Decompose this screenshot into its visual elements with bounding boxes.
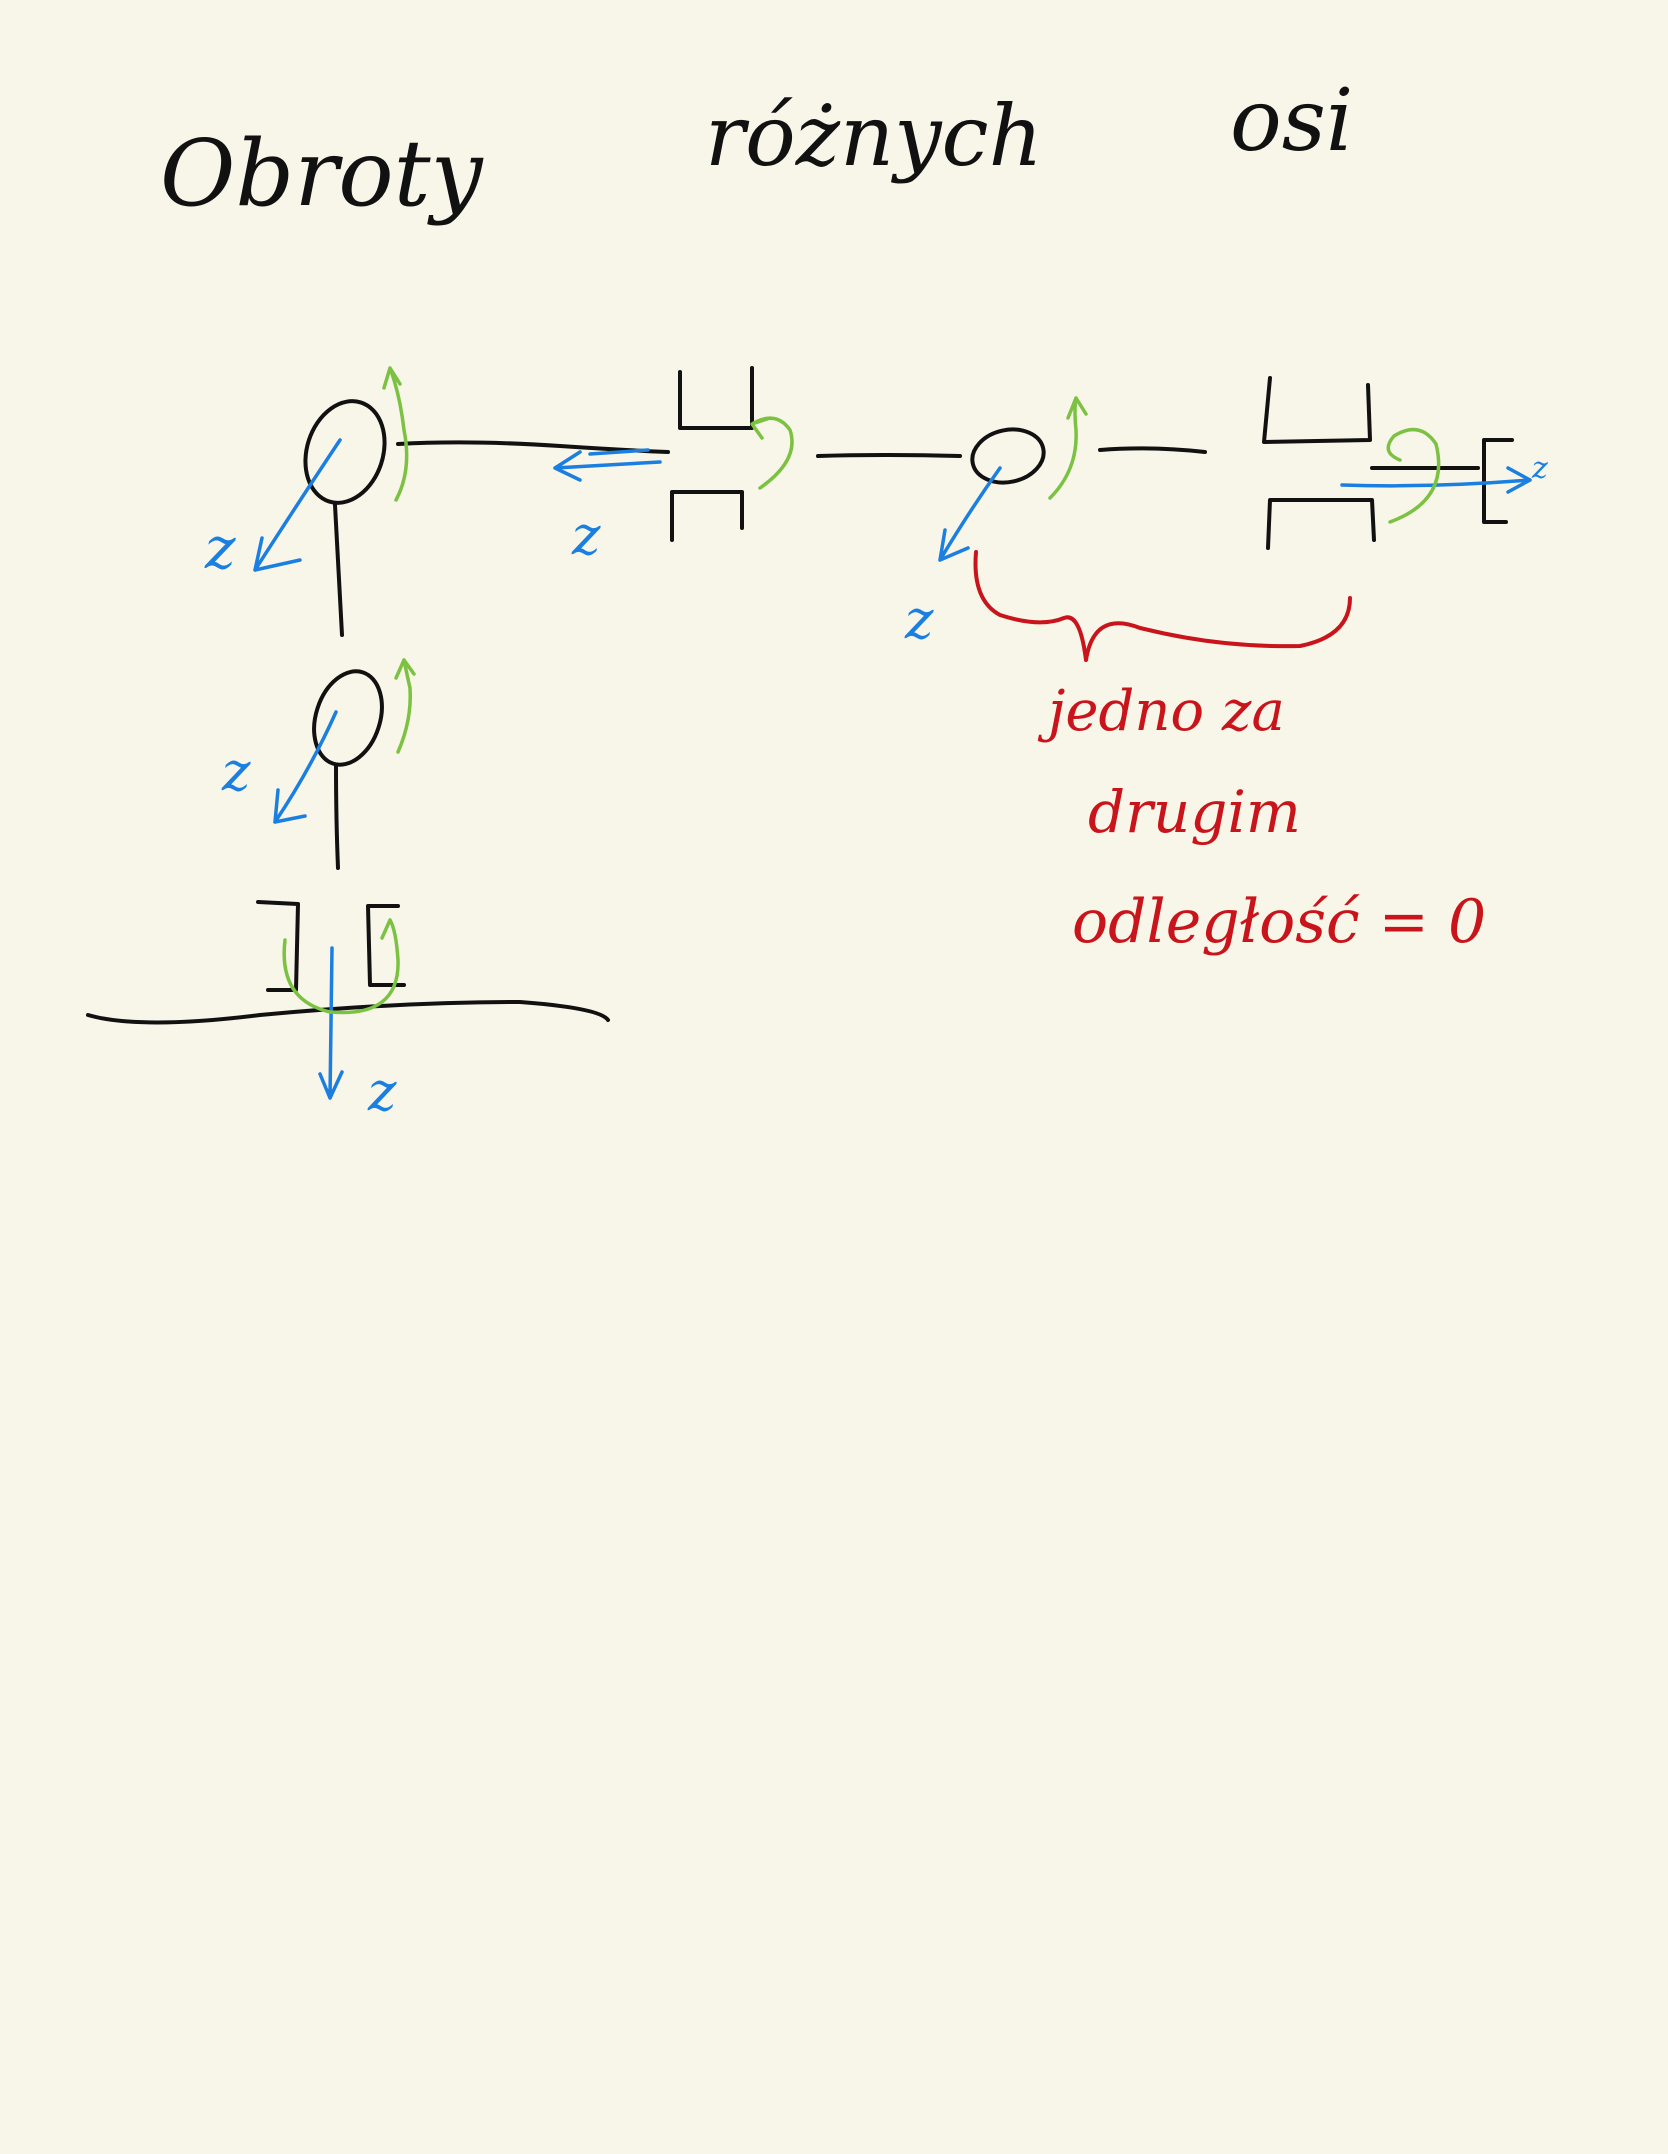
axis-arrow-upper-joint [253,438,342,572]
base-bracket-left [256,900,300,992]
z-axis-arrows [253,438,1532,1100]
link-vertical-lower [334,763,340,870]
note-line-2: drugim [1088,778,1301,846]
link-horizontal-2 [816,453,962,458]
axis-arrow-prismatic-1-b [588,448,650,456]
ground-line [86,1000,610,1025]
axis-arrow-middle-joint [938,466,1002,562]
rotation-arrow-base [282,918,400,1015]
axis-arrow-base [318,946,344,1100]
rotation-arrow-middle-joint [1048,396,1088,500]
axis-label-upper-joint: z [204,514,236,582]
rotation-arrow-upper-joint [382,366,409,502]
joint-circle-middle [970,427,1046,485]
title-word-2: różnych [705,87,1043,185]
axis-arrow-prismatic-1 [553,450,662,482]
note-line-1: jedno za [1037,679,1285,744]
axis-arrow-lower-joint [273,710,338,824]
link-horizontal-3 [1098,446,1207,454]
axis-label-lower-joint: z [221,740,251,803]
axis-label-end-effector: z [1531,451,1548,486]
axis-label-prismatic-1: z [571,504,601,567]
link-vertical-upper [333,503,344,637]
prismatic-joint-2-top [1262,376,1372,444]
prismatic-joint-2-bottom [1266,498,1376,550]
robot-arm-sketch [86,366,1514,1025]
note-line-3: odległość = 0 [1072,887,1486,957]
end-effector-bracket [1482,438,1514,524]
rotation-arrow-prismatic-2 [1386,427,1441,524]
curly-brace [973,550,1352,662]
axis-labels: z z z z z z [204,451,1548,1123]
axis-label-middle-joint: z [904,588,934,651]
base-bracket-right [366,904,406,987]
joint-circle-upper [303,399,387,505]
title-word-3: osi [1230,71,1353,171]
rotation-arrow-prismatic-1 [750,416,794,490]
prismatic-joint-1-top [678,366,754,430]
joint-circle-lower [312,669,384,767]
annotation: jedno za drugim odległość = 0 [973,550,1486,957]
title-word-1: Obroty [160,120,484,227]
axis-label-base: z [367,1060,397,1123]
rotation-arrow-lower-joint [394,658,416,754]
rotation-arrows [282,366,1441,1015]
title: Obroty różnych osi [160,71,1353,227]
prismatic-joint-1-bottom [670,490,744,542]
